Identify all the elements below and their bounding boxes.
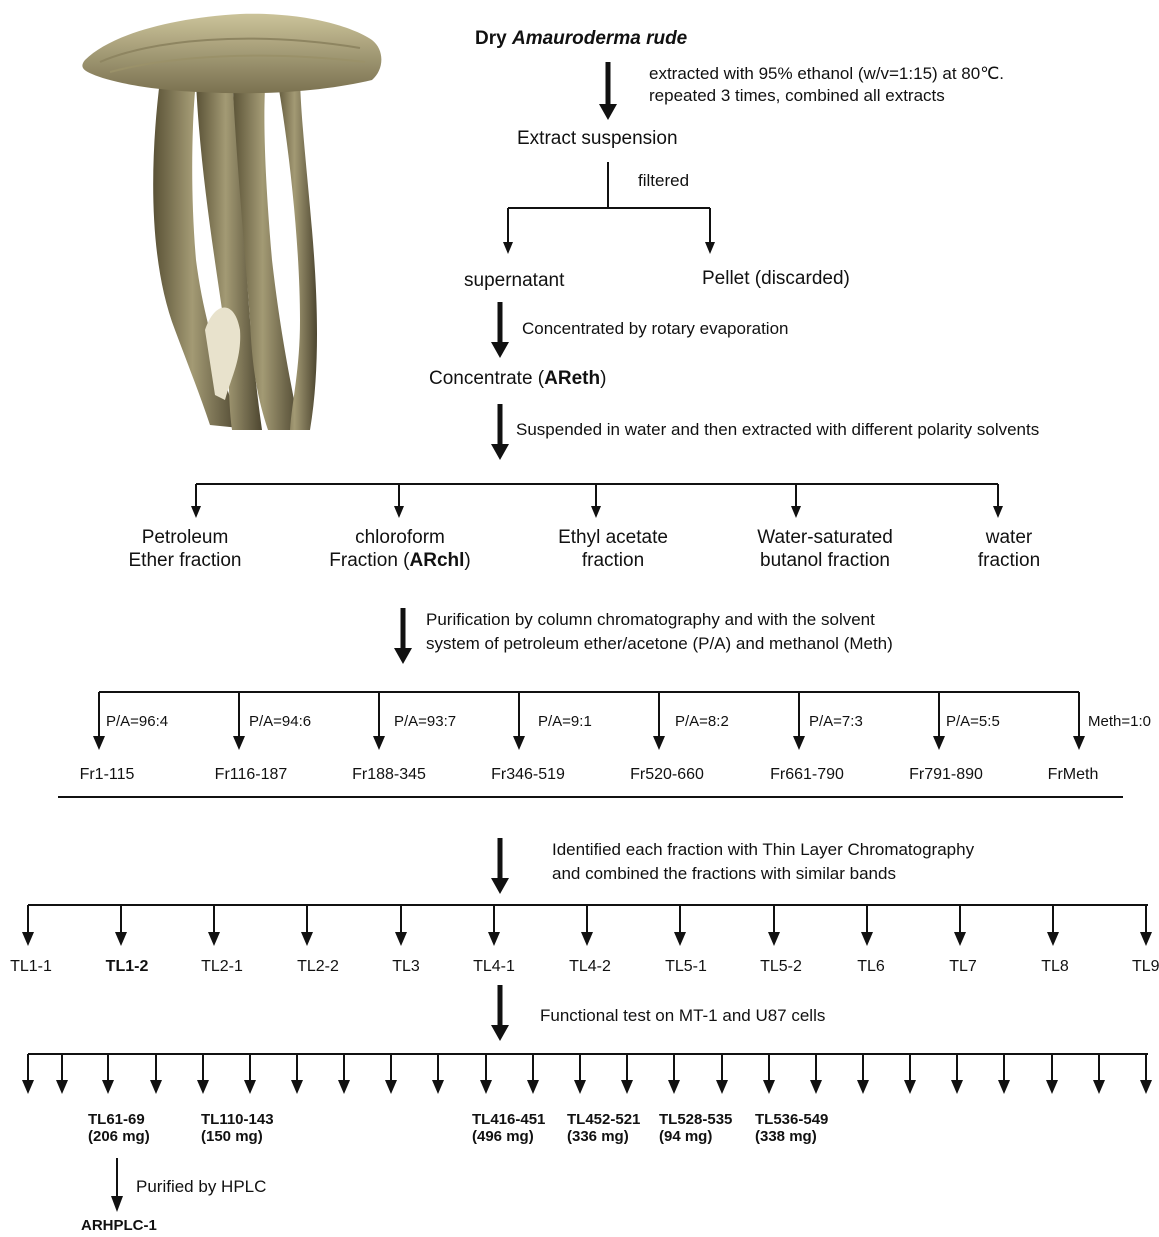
pellet-label: Pellet (discarded) <box>702 268 850 291</box>
ratio-label: P/A=94:6 <box>249 713 311 731</box>
purification-note-line1: Purification by column chromatography an… <box>426 610 875 630</box>
column-fraction: Fr1-115 <box>80 765 135 784</box>
ratio-label: P/A=5:5 <box>946 713 1000 731</box>
butanol-fraction: Water-saturated butanol fraction <box>757 527 893 573</box>
ratio-label: P/A=9:1 <box>538 713 592 731</box>
column-fraction: Fr188-345 <box>352 765 426 784</box>
column-fraction: Fr116-187 <box>215 765 288 784</box>
tlc-fraction-highlighted: TL1-2 <box>106 957 149 976</box>
rotary-evaporation-note: Concentrated by rotary evaporation <box>522 319 789 339</box>
hplc-product: ARHPLC-1 <box>81 1217 157 1234</box>
chloroform-fraction: chloroform Fraction (ARchl) <box>329 527 470 573</box>
ethyl-acetate-fraction: Ethyl acetate fraction <box>558 527 668 573</box>
tlc-fraction: TL7 <box>949 957 977 976</box>
active-fraction: TL110-143(150 mg) <box>201 1111 274 1146</box>
purification-note-line2: system of petroleum ether/acetone (P/A) … <box>426 634 893 654</box>
extraction-note-line2: repeated 3 times, combined all extracts <box>649 86 945 106</box>
tlc-fraction: TL6 <box>857 957 885 976</box>
column-fraction: Fr520-660 <box>630 765 704 784</box>
tlc-fraction: TL2-1 <box>201 957 243 976</box>
solvent-extraction-note: Suspended in water and then extracted wi… <box>516 420 1039 440</box>
active-fraction: TL528-535(94 mg) <box>659 1111 732 1146</box>
tlc-fraction: TL8 <box>1041 957 1069 976</box>
petroleum-ether-fraction: Petroleum Ether fraction <box>129 527 242 573</box>
extract-suspension-label: Extract suspension <box>517 128 678 151</box>
tlc-fraction: TL4-1 <box>473 957 515 976</box>
filtered-label: filtered <box>638 171 689 191</box>
tlc-fraction: TL5-1 <box>665 957 707 976</box>
ratio-label: P/A=96:4 <box>106 713 168 731</box>
extraction-note-line1: extracted with 95% ethanol (w/v=1:15) at… <box>649 64 1004 84</box>
water-fraction: water fraction <box>978 527 1040 573</box>
starting-material-title: Dry Amauroderma rude <box>475 28 687 51</box>
functional-test-note: Functional test on MT-1 and U87 cells <box>540 1006 825 1026</box>
column-fraction: Fr791-890 <box>909 765 983 784</box>
tlc-fraction: TL5-2 <box>760 957 802 976</box>
column-fraction: FrMeth <box>1048 765 1099 784</box>
active-fraction: TL536-549(338 mg) <box>755 1111 828 1146</box>
ratio-label: P/A=93:7 <box>394 713 456 731</box>
column-fraction: Fr346-519 <box>491 765 565 784</box>
hplc-note: Purified by HPLC <box>136 1177 266 1197</box>
tlc-fraction: TL4-2 <box>569 957 611 976</box>
active-fraction: TL61-69(206 mg) <box>88 1111 150 1146</box>
ratio-label: P/A=8:2 <box>675 713 729 731</box>
active-fraction: TL452-521(336 mg) <box>567 1111 640 1146</box>
tlc-note-line1: Identified each fraction with Thin Layer… <box>552 840 974 860</box>
tlc-fraction: TL2-2 <box>297 957 339 976</box>
tlc-note-line2: and combined the fractions with similar … <box>552 864 896 884</box>
concentrate-label: Concentrate (AReth) <box>429 368 606 391</box>
supernatant-label: supernatant <box>464 270 564 293</box>
column-fraction: Fr661-790 <box>770 765 844 784</box>
tlc-fraction: TL9 <box>1132 957 1159 976</box>
ratio-label: P/A=7:3 <box>809 713 863 731</box>
ratio-label: Meth=1:0 <box>1088 713 1151 731</box>
active-fraction: TL416-451(496 mg) <box>472 1111 545 1146</box>
tlc-fraction: TL1-1 <box>10 957 52 976</box>
tlc-fraction: TL3 <box>392 957 420 976</box>
